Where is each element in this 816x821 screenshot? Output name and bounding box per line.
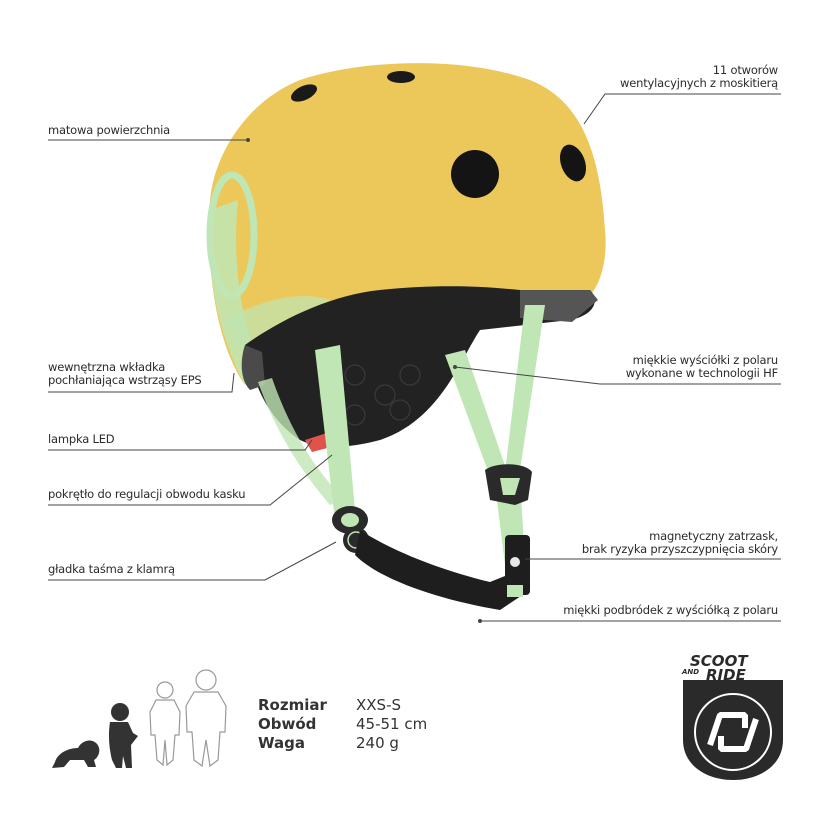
- callout-vents: 11 otworów wentylacyjnych z moskitierą: [620, 64, 778, 90]
- spec-key: Waga: [258, 733, 305, 752]
- spec-value: XXS-S: [356, 695, 402, 714]
- brand-logo: [683, 680, 783, 780]
- spec-key: Rozmiar: [258, 695, 327, 714]
- callout-fleece-pads: miękkie wyściółki z polaru wykonane w te…: [626, 354, 778, 380]
- spec-key: Obwód: [258, 714, 317, 733]
- spec-value: 240 g: [356, 733, 399, 752]
- callout-magnetic-buckle: magnetyczny zatrzask, brak ryzyka przysz…: [582, 530, 778, 556]
- spec-row-size: Rozmiar XXS-S: [258, 695, 427, 714]
- callout-fit-dial: pokrętło do regulacji obwodu kasku: [48, 487, 246, 501]
- callout-eps-liner: wewnętrzna wkładka pochłaniająca wstrząs…: [48, 361, 202, 387]
- spec-row-circumference: Obwód 45-51 cm: [258, 714, 427, 733]
- callout-matte-surface: matowa powierzchnia: [48, 123, 171, 137]
- callout-vents-line1: 11 otworów: [712, 63, 778, 77]
- spec-row-weight: Waga 240 g: [258, 733, 427, 752]
- callout-vents-line2: wentylacyjnych z moskitierą: [620, 76, 778, 90]
- scoot-and-ride-logo: SCOOT AND RIDE: [676, 648, 786, 773]
- callout-eps-line1: wewnętrzna wkładka: [48, 360, 166, 374]
- callout-pads-line2: wykonane w technologii HF: [625, 366, 778, 380]
- spec-table: Rozmiar XXS-S Obwód 45-51 cm Waga 240 g: [258, 695, 427, 752]
- callout-magnet-line1: magnetyczny zatrzask,: [649, 529, 778, 543]
- callout-eps-line2: pochłaniająca wstrząsy EPS: [48, 373, 202, 387]
- callout-magnet-line2: brak ryzyka przyszczypnięcia skóry: [581, 542, 778, 556]
- logo-text-and: AND: [682, 668, 700, 676]
- age-range-icons: [52, 669, 227, 768]
- logo-text-scoot: SCOOT: [690, 652, 748, 670]
- callout-strap-buckle: gładka taśma z klamrą: [48, 562, 175, 576]
- callout-chin-pad: miękki podbródek z wyściółką z polaru: [563, 603, 778, 617]
- callout-pads-line1: miękkie wyściółki z polaru: [632, 353, 779, 367]
- callout-led-light: lampka LED: [48, 432, 115, 446]
- spec-value: 45-51 cm: [356, 714, 428, 733]
- logo-text-ride: RIDE: [706, 666, 746, 684]
